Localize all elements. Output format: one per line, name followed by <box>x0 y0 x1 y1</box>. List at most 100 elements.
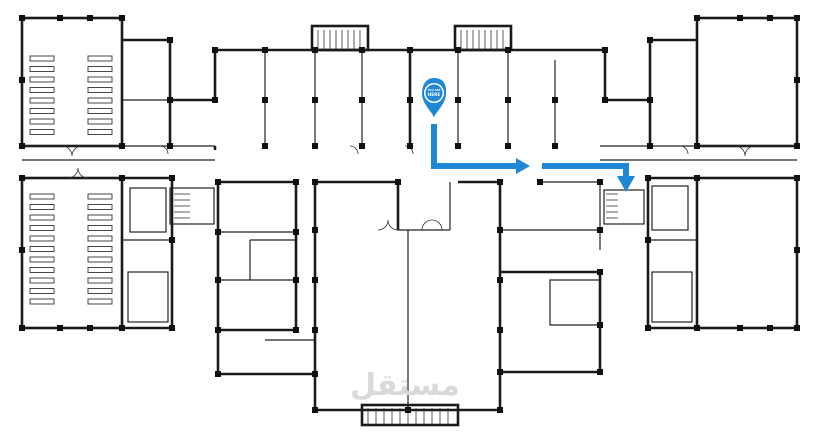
classroom-desks <box>29 193 113 305</box>
column <box>312 407 318 413</box>
desk <box>87 108 113 114</box>
desk <box>29 76 55 83</box>
column <box>794 15 800 21</box>
desk <box>87 288 113 294</box>
desk <box>29 108 55 114</box>
column <box>505 97 511 103</box>
desk <box>87 97 113 104</box>
column <box>794 143 800 149</box>
column <box>597 227 603 233</box>
column <box>19 15 25 21</box>
column <box>794 77 800 83</box>
marker-label-line1: YOU ARE <box>427 88 441 92</box>
column <box>505 47 511 53</box>
column <box>537 179 543 185</box>
column <box>405 407 411 413</box>
column <box>169 325 175 331</box>
column <box>262 47 268 53</box>
column <box>312 327 318 333</box>
desk <box>87 193 113 200</box>
column <box>359 143 365 149</box>
desk <box>29 267 55 273</box>
column <box>167 37 173 43</box>
column <box>359 47 365 53</box>
desk <box>29 193 55 200</box>
desk <box>87 277 113 284</box>
column <box>212 97 218 103</box>
arrow-right-icon <box>516 158 530 174</box>
desk <box>87 76 113 83</box>
desk <box>29 235 55 242</box>
column <box>312 47 318 53</box>
column <box>645 175 651 181</box>
structural-columns <box>19 15 800 413</box>
column <box>312 179 318 185</box>
right-central-block <box>410 24 652 146</box>
column <box>647 37 653 43</box>
desk <box>87 246 113 252</box>
column <box>19 175 25 181</box>
column <box>407 143 413 149</box>
column <box>19 325 25 331</box>
column <box>694 175 700 181</box>
desk <box>29 225 55 231</box>
column <box>597 322 603 328</box>
you-are-here-marker: YOU ARE HERE <box>422 78 447 118</box>
desk <box>29 66 55 72</box>
column <box>647 97 653 103</box>
column <box>767 15 773 21</box>
column <box>694 15 700 21</box>
column <box>497 227 503 233</box>
column <box>694 143 700 149</box>
column <box>119 15 125 21</box>
column <box>293 327 299 333</box>
column <box>395 179 401 185</box>
right-wing <box>600 16 799 330</box>
column <box>312 143 318 149</box>
column <box>87 15 93 21</box>
column <box>119 143 125 149</box>
column <box>215 371 221 377</box>
column <box>293 179 299 185</box>
column <box>645 237 651 243</box>
staircase <box>174 193 190 219</box>
column <box>645 325 651 331</box>
column <box>505 143 511 149</box>
column <box>215 277 221 283</box>
column <box>407 97 413 103</box>
column <box>497 407 503 413</box>
column <box>119 175 125 181</box>
column <box>737 15 743 21</box>
column <box>737 325 743 331</box>
desk <box>29 277 55 284</box>
desk <box>87 256 113 263</box>
desk <box>29 118 55 125</box>
column <box>455 143 461 149</box>
column <box>312 371 318 377</box>
column <box>119 325 125 331</box>
column <box>497 369 503 375</box>
desk <box>29 288 55 294</box>
desk <box>87 225 113 231</box>
column <box>19 77 25 83</box>
column <box>312 277 318 283</box>
desk <box>87 55 113 62</box>
classroom-desks <box>29 55 113 135</box>
desk <box>29 256 55 263</box>
desk <box>87 298 113 305</box>
column <box>215 327 221 333</box>
desk <box>87 66 113 72</box>
staircase <box>460 30 504 50</box>
column <box>455 97 461 103</box>
arrow-down-icon <box>617 176 635 192</box>
column <box>169 237 175 243</box>
desk <box>29 97 55 104</box>
column <box>215 179 221 185</box>
route-path <box>431 124 635 192</box>
desk <box>29 87 55 93</box>
column <box>497 277 503 283</box>
left-wing <box>20 16 215 330</box>
column <box>767 325 773 331</box>
desk <box>29 204 55 210</box>
column <box>552 143 558 149</box>
